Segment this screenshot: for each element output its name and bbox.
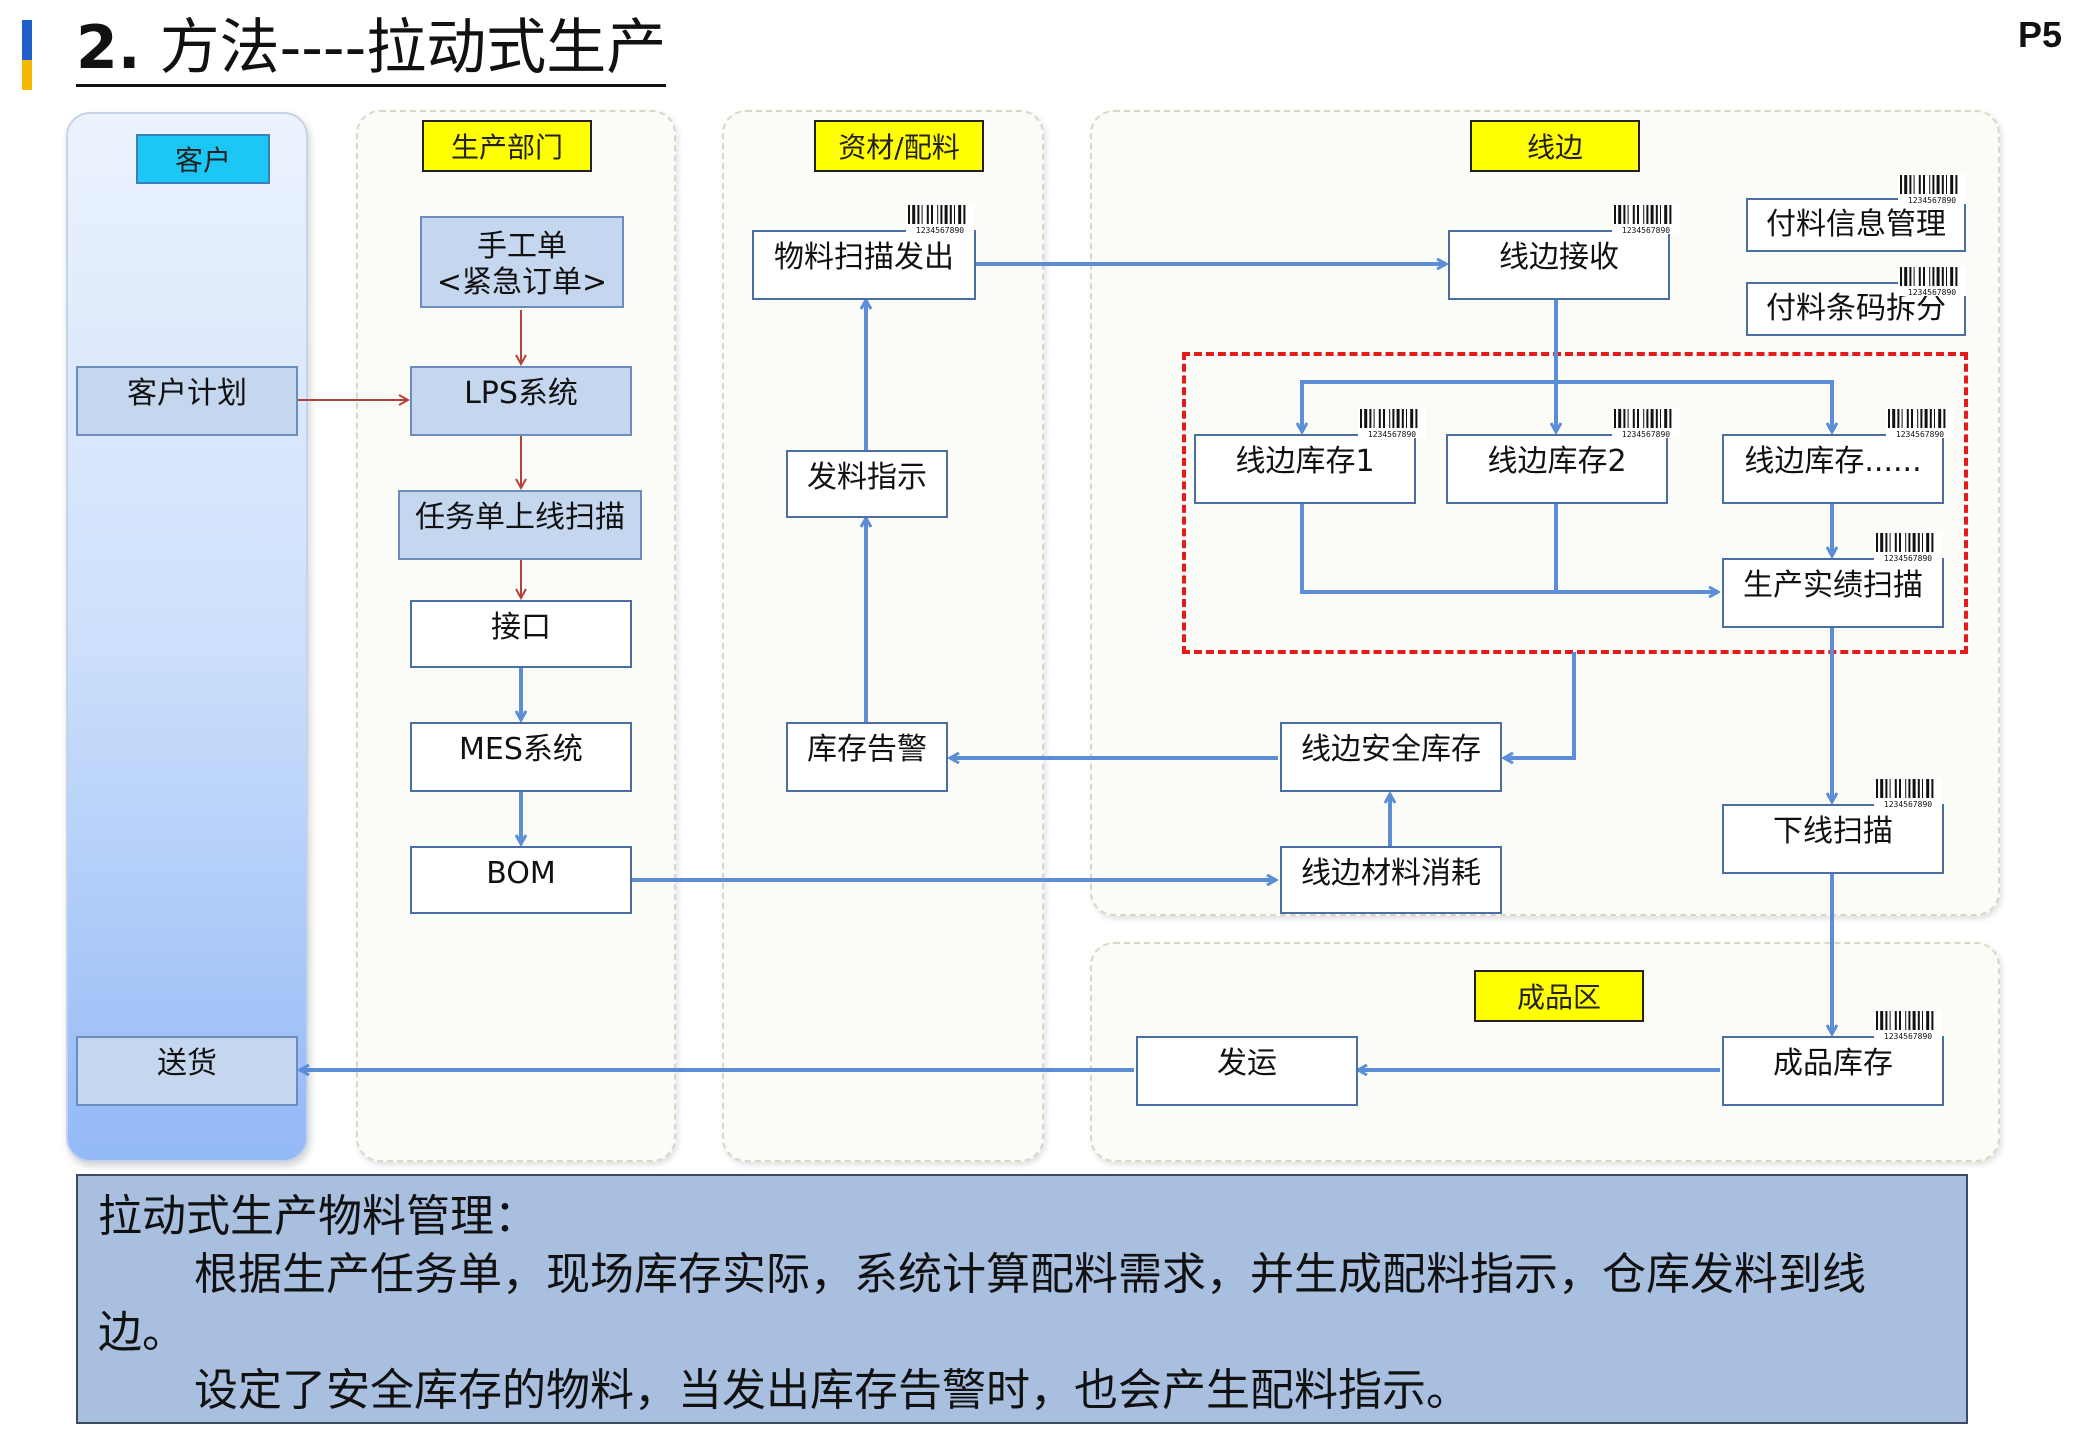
barcode-icon: 1234567890: [1898, 174, 1966, 204]
summary-note: 拉动式生产物料管理： 根据生产任务单，现场库存实际，系统计算配料需求，并生成配料…: [76, 1174, 1968, 1424]
node-issue-instruction: 发料指示: [786, 450, 948, 518]
barcode-digits: 1234567890: [1622, 226, 1670, 234]
barcode-icon: 1234567890: [1874, 1010, 1942, 1040]
barcode-digits: 1234567890: [1622, 430, 1670, 438]
node-interface: 接口: [410, 600, 632, 668]
node-aux-barcode-split: 付料条码拆分: [1746, 282, 1966, 336]
arrow-stock1-to-prodscan: [1300, 504, 1718, 592]
note-para1: 根据生产任务单，现场库存实际，系统计算配料需求，并生成配料指示，仓库发料到线边。: [98, 1249, 1866, 1358]
lane-label-production: 生产部门: [422, 120, 592, 172]
barcode-icon: 1234567890: [1612, 408, 1680, 438]
barcode-digits: 1234567890: [1884, 800, 1932, 808]
node-lineside-stock-more: 线边库存......: [1722, 434, 1944, 504]
barcode-digits: 1234567890: [1896, 430, 1944, 438]
node-lineside-stock1: 线边库存1: [1194, 434, 1416, 504]
note-heading: 拉动式生产物料管理：: [98, 1191, 538, 1242]
node-client-plan: 客户计划: [76, 366, 298, 436]
node-lineside-stock2: 线边库存2: [1446, 434, 1668, 504]
lane-label-materials: 资材/配料: [814, 120, 984, 172]
arrow-group-to-safety: [1504, 652, 1576, 758]
node-offline-scan: 下线扫描: [1722, 804, 1944, 874]
page-title: 2. 方法----拉动式生产: [76, 12, 667, 87]
branch-line: [1300, 380, 1834, 432]
node-shipping: 发运: [1136, 1036, 1358, 1106]
barcode-icon: 1234567890: [1898, 266, 1966, 296]
node-mes: MES系统: [410, 722, 632, 792]
manual-order-line2: <紧急订单>: [436, 265, 608, 300]
node-finished-stock: 成品库存: [1722, 1036, 1944, 1106]
title-text: 方法----拉动式生产: [140, 13, 667, 83]
node-stock-alarm: 库存告警: [786, 722, 948, 792]
barcode-icon: 1234567890: [1612, 204, 1680, 234]
barcode-digits: 1234567890: [1884, 554, 1932, 562]
node-material-scan-out: 物料扫描发出: [752, 230, 976, 300]
node-material-consumption: 线边材料消耗: [1280, 846, 1502, 914]
node-lineside-receive: 线边接收: [1448, 230, 1670, 300]
note-para2: 设定了安全库存的物料，当发出库存告警时，也会产生配料指示。: [194, 1365, 1470, 1416]
node-safety-stock: 线边安全库存: [1280, 722, 1502, 792]
node-manual-order: 手工单 <紧急订单>: [420, 216, 624, 308]
barcode-digits: 1234567890: [1908, 288, 1956, 296]
title-accent-yellow: [22, 60, 32, 90]
node-production-scan: 生产实绩扫描: [1722, 558, 1944, 628]
node-lps: LPS系统: [410, 366, 632, 436]
node-task-scan: 任务单上线扫描: [398, 490, 642, 560]
lane-label-lineside: 线边: [1470, 120, 1640, 172]
title-number: 2.: [76, 13, 141, 83]
page-number: P5: [2017, 14, 2062, 55]
barcode-icon: 1234567890: [906, 204, 974, 234]
lane-label-client: 客户: [136, 134, 270, 184]
barcode-digits: 1234567890: [916, 226, 964, 234]
barcode-digits: 1234567890: [1908, 196, 1956, 204]
barcode-digits: 1234567890: [1368, 430, 1416, 438]
lane-label-finished: 成品区: [1474, 970, 1644, 1022]
title-accent-blue: [22, 20, 32, 60]
barcode-digits: 1234567890: [1884, 1032, 1932, 1040]
barcode-icon: 1234567890: [1874, 778, 1942, 808]
node-aux-info-mgmt: 付料信息管理: [1746, 198, 1966, 252]
barcode-icon: 1234567890: [1358, 408, 1426, 438]
node-bom: BOM: [410, 846, 632, 914]
node-delivery: 送货: [76, 1036, 298, 1106]
barcode-icon: 1234567890: [1874, 532, 1942, 562]
manual-order-line1: 手工单: [477, 229, 567, 264]
lane-client: [66, 112, 308, 1162]
barcode-icon: 1234567890: [1886, 408, 1954, 438]
